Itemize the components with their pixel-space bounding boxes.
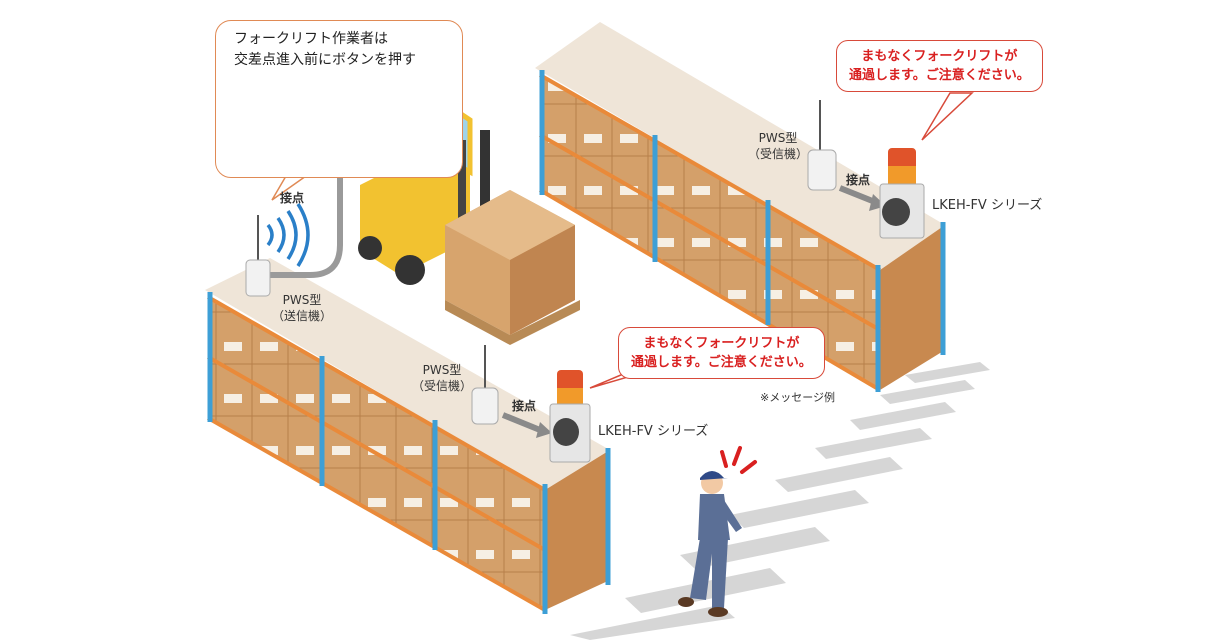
alert-line-2: 通過します。ご注意ください。 bbox=[631, 355, 812, 370]
forklift-icon bbox=[358, 97, 580, 345]
transmitter-label-line1: PWS型 bbox=[282, 293, 322, 307]
alert-marks-icon bbox=[720, 446, 757, 474]
rack-back bbox=[535, 22, 946, 392]
instruction-bubble: フォークリフト作業者は 交差点進入前にボタンを押す bbox=[215, 20, 463, 178]
receiver-label-line2: （受信機） bbox=[748, 147, 809, 161]
transmitter-icon bbox=[245, 215, 271, 297]
connection-cable bbox=[270, 170, 343, 278]
rack-front bbox=[205, 258, 611, 614]
instruction-line-2: 交差点進入前にボタンを押す bbox=[234, 52, 416, 68]
alert-callout-back: まもなくフォークリフトが 通過します。ご注意ください。 bbox=[836, 40, 1043, 92]
series-label-front: LKEH-FV シリーズ bbox=[598, 424, 709, 439]
crosswalk bbox=[570, 362, 990, 640]
alert-line-1: まもなくフォークリフトが bbox=[861, 49, 1018, 64]
callout-tail bbox=[921, 92, 974, 141]
alert-line-1: まもなくフォークリフトが bbox=[643, 336, 800, 351]
transmitter-label-line2: （送信機） bbox=[272, 309, 333, 323]
receiver-icon bbox=[471, 345, 499, 425]
alert-line-2: 通過します。ご注意ください。 bbox=[849, 68, 1030, 83]
contact-arrow bbox=[501, 412, 542, 433]
transmitter-label: PWS型 （送信機） bbox=[272, 292, 332, 324]
contact-arrow bbox=[838, 185, 877, 205]
receiver-label-line1: PWS型 bbox=[422, 363, 462, 377]
alert-callout-front: まもなくフォークリフトが 通過します。ご注意ください。 bbox=[618, 327, 825, 379]
instruction-line-1: フォークリフト作業者は bbox=[234, 31, 388, 47]
contact-label-back: 接点 bbox=[846, 173, 871, 187]
receiver-label-line2: （受信機） bbox=[412, 379, 473, 393]
signal-tower-icon bbox=[549, 370, 591, 463]
worker-icon bbox=[678, 471, 742, 617]
message-example-note: ※メッセージ例 bbox=[760, 391, 835, 404]
receiver-label-back: PWS型 （受信機） bbox=[748, 130, 808, 162]
receiver-label-front: PWS型 （受信機） bbox=[412, 362, 472, 394]
receiver-label-line1: PWS型 bbox=[758, 131, 798, 145]
series-label-back: LKEH-FV シリーズ bbox=[932, 198, 1043, 213]
receiver-icon bbox=[807, 100, 837, 191]
contact-label-front: 接点 bbox=[512, 399, 537, 413]
contact-top-label: 接点 bbox=[280, 191, 305, 205]
radio-wave-icon bbox=[266, 203, 310, 267]
signal-tower-icon bbox=[879, 148, 925, 239]
